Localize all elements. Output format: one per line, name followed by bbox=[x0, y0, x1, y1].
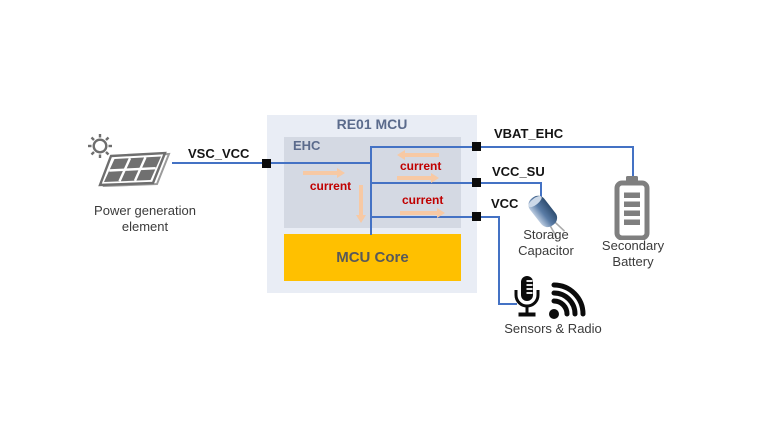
vbat-ehc-drop-wire bbox=[632, 146, 634, 178]
solar-panel-icon bbox=[88, 134, 171, 188]
mcu-core-box: MCU Core bbox=[284, 234, 461, 281]
current-right-arrow bbox=[303, 168, 345, 178]
storage-capacitor-line1: Storage bbox=[523, 227, 569, 242]
vsc-vcc-pin bbox=[262, 159, 271, 168]
vcc-su-drop-wire bbox=[540, 182, 542, 199]
vcc-wire bbox=[370, 216, 500, 218]
microphone-icon bbox=[514, 276, 540, 317]
vcc-drop-wire bbox=[498, 216, 500, 305]
supply-current-arrow bbox=[400, 208, 445, 218]
secondary-battery-line1: Secondary bbox=[601, 238, 665, 253]
power-generation-line1: Power generation bbox=[94, 203, 196, 218]
vcc-su-label: VCC_SU bbox=[492, 164, 545, 179]
vbat-ehc-wire bbox=[370, 146, 634, 148]
vcc-su-pin bbox=[472, 178, 481, 187]
storage-capacitor-caption: Storage Capacitor bbox=[505, 227, 587, 259]
ehc-vertical-wire bbox=[370, 146, 372, 235]
current-label-supply: current bbox=[402, 193, 444, 207]
vcc-sensor-wire bbox=[498, 303, 517, 305]
vcc-su-wire bbox=[370, 182, 542, 184]
power-generation-caption: Power generation element bbox=[78, 203, 212, 235]
battery-charge-arrow bbox=[397, 150, 439, 160]
current-label-input: current bbox=[309, 179, 352, 193]
re01-mcu-title: RE01 MCU bbox=[336, 116, 408, 132]
power-generation-line2: element bbox=[121, 219, 169, 234]
ehc-label: EHC bbox=[293, 138, 321, 153]
sensors-radio-caption: Sensors & Radio bbox=[504, 321, 602, 336]
secondary-battery-line2: Battery bbox=[612, 254, 654, 269]
vsc-vcc-label: VSC_VCC bbox=[188, 146, 250, 161]
vbat-ehc-pin bbox=[472, 142, 481, 151]
current-down-arrow bbox=[356, 185, 366, 223]
vcc-pin bbox=[472, 212, 481, 221]
capacitor-icon bbox=[528, 195, 566, 238]
storage-capacitor-line2: Capacitor bbox=[518, 243, 574, 258]
radio-waves-icon bbox=[549, 282, 586, 319]
secondary-battery-caption: Secondary Battery bbox=[592, 238, 674, 270]
vsc-vcc-wire bbox=[172, 162, 372, 164]
current-label-battery: current bbox=[400, 159, 442, 173]
vbat-ehc-label: VBAT_EHC bbox=[494, 126, 564, 141]
battery-icon bbox=[614, 176, 650, 240]
vcc-label: VCC bbox=[491, 196, 519, 211]
battery-discharge-arrow bbox=[397, 173, 439, 183]
